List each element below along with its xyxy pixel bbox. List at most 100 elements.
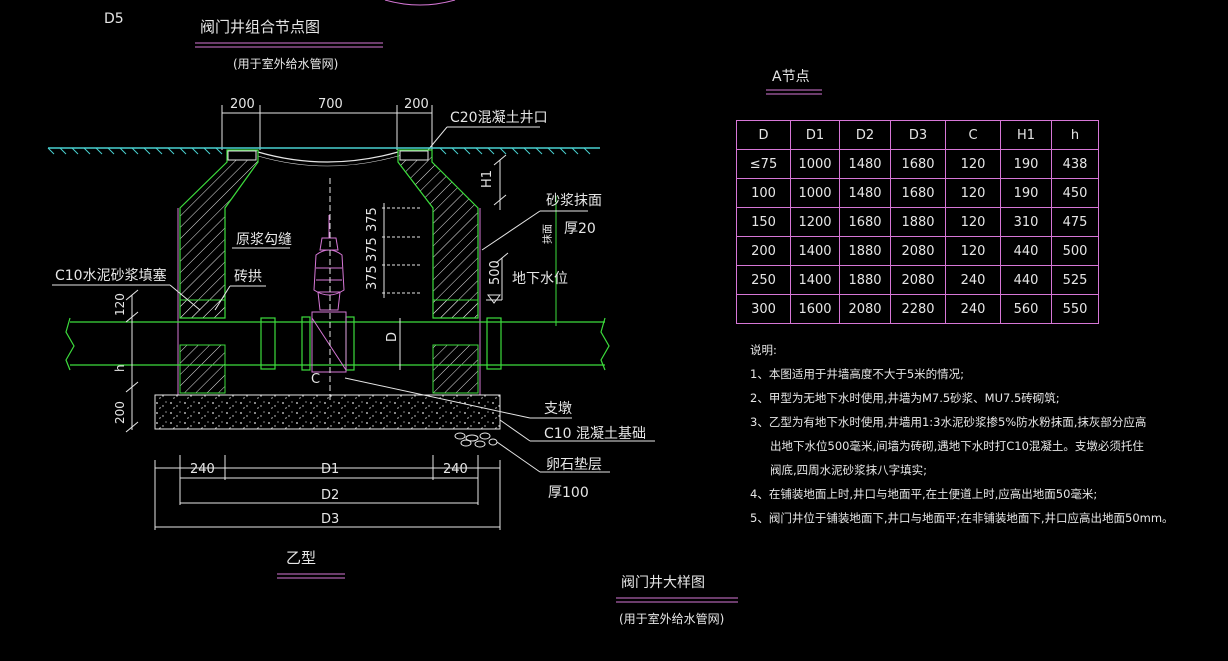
table-cell: 1880 bbox=[890, 207, 946, 237]
table-cell: 1480 bbox=[839, 149, 891, 179]
table-header-cell: D bbox=[736, 120, 791, 150]
label-thick100: 厚100 bbox=[548, 485, 589, 501]
table-cell: 1880 bbox=[839, 236, 891, 266]
table-cell: 2080 bbox=[890, 236, 946, 266]
table-cell: 1680 bbox=[839, 207, 891, 237]
table-cell: 190 bbox=[1000, 178, 1052, 208]
table-cell: 1680 bbox=[890, 149, 946, 179]
dim-d1: D1 bbox=[321, 462, 339, 477]
table-cell: 440 bbox=[1000, 236, 1052, 266]
label-joint: 原浆勾缝 bbox=[236, 232, 292, 248]
table-header-cell: D2 bbox=[839, 120, 891, 150]
left-dimensions bbox=[125, 289, 139, 433]
water-level-marker bbox=[487, 294, 501, 304]
table-header-cell: h bbox=[1051, 120, 1099, 150]
table-cell: 120 bbox=[945, 207, 1001, 237]
table-row: ≤75 1000 1480 1680 120 190 438 bbox=[736, 149, 1099, 179]
table-cell: 1400 bbox=[790, 236, 840, 266]
table-row: 100 1000 1480 1680 120 190 450 bbox=[736, 178, 1099, 208]
well-cover bbox=[257, 151, 399, 163]
dim-top-200-left: 200 bbox=[230, 97, 255, 112]
table-cell: 1200 bbox=[790, 207, 840, 237]
table-cell: 550 bbox=[1051, 294, 1099, 324]
notes: 说明: 1、本图适用于井墙高度不大于5米的情况; 2、甲型为无地下水时使用,井墙… bbox=[750, 343, 1174, 526]
concrete-base bbox=[154, 394, 501, 430]
detail-subtitle: (用于室外给水管网) bbox=[619, 611, 724, 626]
table-cell: 250 bbox=[736, 265, 791, 295]
top-left-label: D5 bbox=[104, 11, 124, 27]
bottom-dimensions bbox=[154, 455, 501, 530]
table-cell: 100 bbox=[736, 178, 791, 208]
note-item: 出地下水位500毫米,间墙为砖砌,遇地下水时打C10混凝土。支墩必须托住 bbox=[770, 439, 1144, 453]
dim-h1: H1 bbox=[480, 170, 495, 188]
note-item: 1、本图适用于井墙高度不大于5米的情况; bbox=[750, 367, 965, 381]
dim-375-a: 375 bbox=[365, 207, 380, 232]
table-cell: ≤75 bbox=[736, 149, 791, 179]
top-dimension bbox=[221, 105, 433, 150]
gate-valve bbox=[311, 178, 347, 400]
note-item: 阀底,四周水泥砂浆抹八字填实; bbox=[770, 463, 928, 477]
label-c20-top: C20混凝土井口 bbox=[450, 110, 548, 126]
dim-240-left: 240 bbox=[190, 462, 215, 477]
table-cell: 2080 bbox=[890, 265, 946, 295]
table-cell: 120 bbox=[945, 236, 1001, 266]
table-row: 200 1400 1880 2080 120 440 500 bbox=[736, 236, 1099, 266]
table-cell: 500 bbox=[1051, 236, 1099, 266]
label-brick: 砖拱 bbox=[234, 269, 262, 285]
detail-title: 阀门井大样图 bbox=[621, 575, 705, 591]
table-cell: 450 bbox=[1051, 178, 1099, 208]
table-cell: 560 bbox=[1000, 294, 1052, 324]
table-cell: 240 bbox=[945, 265, 1001, 295]
table-cell: 1600 bbox=[790, 294, 840, 324]
table-cell: 310 bbox=[1000, 207, 1052, 237]
label-gravel: 卵石垫层 bbox=[546, 457, 602, 473]
gravel-bed bbox=[454, 432, 498, 448]
label-c10-fill: C10水泥砂浆填塞 bbox=[55, 267, 167, 284]
dim-200-left: 200 bbox=[113, 401, 127, 424]
table-cell: 1400 bbox=[790, 265, 840, 295]
dim-120: 120 bbox=[113, 293, 127, 316]
table-header-cell: D3 bbox=[890, 120, 946, 150]
dim-pipe-d: D bbox=[385, 332, 400, 342]
dim-500: 500 bbox=[488, 260, 503, 285]
table-cell: 2280 bbox=[890, 294, 946, 324]
note-item: 2、甲型为无地下水时使用,井墙为M7.5砂浆、MU7.5砖砌筑; bbox=[750, 391, 1060, 405]
table-cell: 200 bbox=[736, 236, 791, 266]
dim-h: h bbox=[113, 364, 127, 372]
table-cell: 475 bbox=[1051, 207, 1099, 237]
table-cell: 1880 bbox=[839, 265, 891, 295]
table-cell: 1480 bbox=[839, 178, 891, 208]
right-dimensions bbox=[493, 154, 557, 326]
combo-subtitle: (用于室外给水管网) bbox=[233, 56, 338, 71]
table-cell: 240 bbox=[945, 294, 1001, 324]
table-header-cell: C bbox=[945, 120, 1001, 150]
section-title: 乙型 bbox=[286, 549, 316, 567]
pipe bbox=[65, 316, 610, 371]
dim-top-700: 700 bbox=[318, 97, 343, 112]
note-item: 5、阀门井位于铺装地面下,井口与地面平;在非铺装地面下,井口应高出地面50mm。 bbox=[750, 511, 1174, 525]
dim-c: C bbox=[311, 372, 320, 387]
table-header-row: D D1 D2 D3 C H1 h bbox=[736, 120, 1099, 150]
label-c10-base: C10 混凝土基础 bbox=[544, 425, 646, 442]
dim-375-b: 375 bbox=[365, 237, 380, 262]
table-cell: 1680 bbox=[890, 178, 946, 208]
table-cell: 120 bbox=[945, 149, 1001, 179]
table-cell: 438 bbox=[1051, 149, 1099, 179]
table-cell: 150 bbox=[736, 207, 791, 237]
table-cell: 2080 bbox=[839, 294, 891, 324]
note-item: 3、乙型为有地下水时使用,井墙用1:3水泥砂浆掺5%防水粉抹面,抹灰部分应高 bbox=[750, 415, 1147, 429]
table-row: 300 1600 2080 2280 240 560 550 bbox=[736, 294, 1099, 324]
table-cell: 525 bbox=[1051, 265, 1099, 295]
dim-240-right: 240 bbox=[443, 462, 468, 477]
table-cell: 440 bbox=[1000, 265, 1052, 295]
node-title: A节点 bbox=[772, 69, 810, 85]
label-mortar-plaster: 砂浆抹面 bbox=[546, 193, 602, 209]
table-row: 250 1400 1880 2080 240 440 525 bbox=[736, 265, 1099, 295]
notes-title: 说明: bbox=[750, 343, 777, 357]
ground-line bbox=[47, 147, 600, 155]
table-header-cell: D1 bbox=[790, 120, 840, 150]
table-row: 150 1200 1680 1880 120 310 475 bbox=[736, 207, 1099, 237]
label-water-table: 地下水位 bbox=[512, 271, 568, 287]
spacing-lines bbox=[382, 207, 420, 294]
